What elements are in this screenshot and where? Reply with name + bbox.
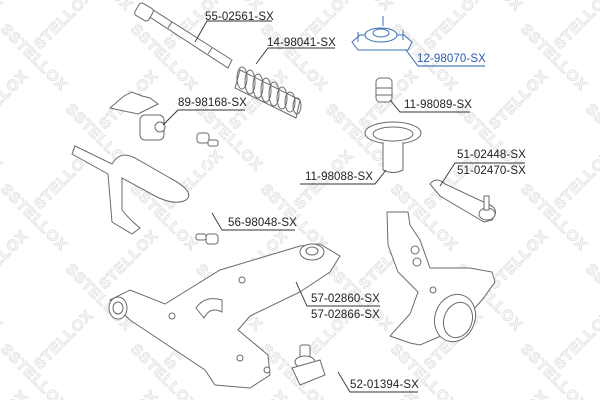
bump-stop-part (375, 77, 393, 103)
stabilizer-bar-part (71, 145, 190, 235)
part-label-51-02470[interactable]: 51-02470-SX (457, 165, 526, 177)
part-label-57-02866[interactable]: 57-02866-SX (311, 309, 380, 321)
steering-boot-part (234, 66, 302, 119)
stabilizer-bushing-part (139, 114, 166, 141)
ball-joint-part (291, 344, 326, 386)
inner-tie-rod-part (134, 2, 233, 69)
lower-control-arm-part (108, 243, 341, 389)
stabilizer-link-part (195, 132, 219, 245)
strut-mount-part (351, 16, 413, 51)
part-label-55-02561[interactable]: 55-02561-SX (205, 11, 274, 23)
part-label-89-98168[interactable]: 89-98168-SX (178, 97, 247, 109)
part-label-11-98089[interactable]: 11-98089-SX (404, 99, 473, 111)
stabilizer-clamp-part (108, 91, 159, 115)
steering-knuckle-part (386, 211, 496, 346)
part-label-14-98041[interactable]: 14-98041-SX (267, 37, 336, 49)
leader-lines (162, 20, 525, 393)
part-label-52-01394[interactable]: 52-01394-SX (350, 379, 419, 391)
tie-rod-end-part (429, 179, 496, 223)
dust-boot-part (364, 121, 422, 173)
part-label-57-02860[interactable]: 57-02860-SX (311, 293, 380, 305)
part-label-12-98070[interactable]: 12-98070-SX (417, 53, 486, 65)
part-label-11-98088[interactable]: 11-98088-SX (305, 171, 374, 183)
part-label-56-98048[interactable]: 56-98048-SX (228, 217, 297, 229)
part-label-51-02448[interactable]: 51-02448-SX (457, 149, 526, 161)
